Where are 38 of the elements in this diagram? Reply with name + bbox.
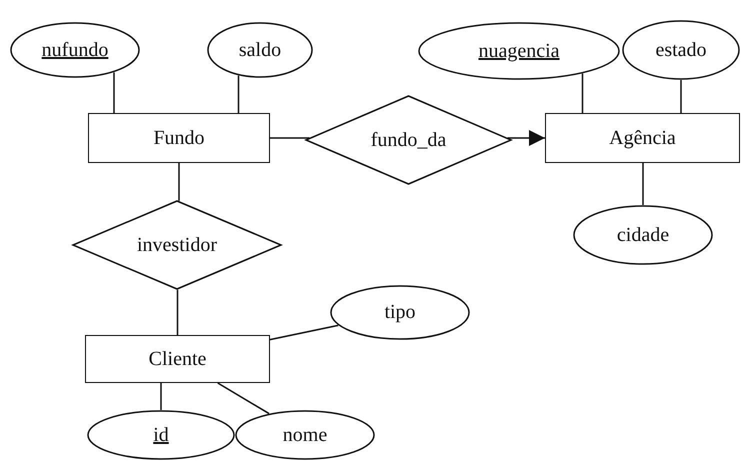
connector-line [176,290,178,335]
arrow [507,130,545,146]
attribute-ellipse [235,410,375,460]
entity-name: Cliente [148,348,206,370]
connector-line [160,383,162,410]
attribute-ellipse [207,22,313,78]
entity-box [85,335,270,383]
connector-line [270,324,338,340]
key-attribute-name: id [153,424,169,446]
connector-line [178,163,180,201]
attribute-ellipse [622,20,740,80]
connector-line [238,76,240,113]
relationship-name: investidor [137,234,217,256]
entity-name: Agência [609,126,676,150]
attribute-name: saldo [238,38,282,62]
attribute-ellipse [330,285,470,340]
relationship-name: fundo_da [370,128,446,152]
attribute-name: estado [655,38,707,62]
attribute-ellipse [418,22,620,80]
attribute-name: nome [282,424,328,446]
attribute-ellipse [573,205,713,265]
relationship-diamond [305,95,512,185]
attribute-ellipse [87,410,235,460]
key-attribute-name: nufundo [42,38,108,62]
connector-line [270,137,310,139]
connector-line [582,74,584,113]
relationship-diamond [72,200,282,290]
connector-line [680,80,682,113]
connector-line [642,163,644,205]
entity-box [88,113,270,163]
attribute-ellipse [10,22,140,78]
attribute-name: tipo [384,301,416,324]
connector-line [217,382,270,414]
key-attribute-name: nuagencia [478,40,560,62]
attribute-name: cidade [616,224,670,246]
connector-line [113,72,115,113]
entity-box [545,113,740,163]
entity-name: Fundo [153,126,205,150]
